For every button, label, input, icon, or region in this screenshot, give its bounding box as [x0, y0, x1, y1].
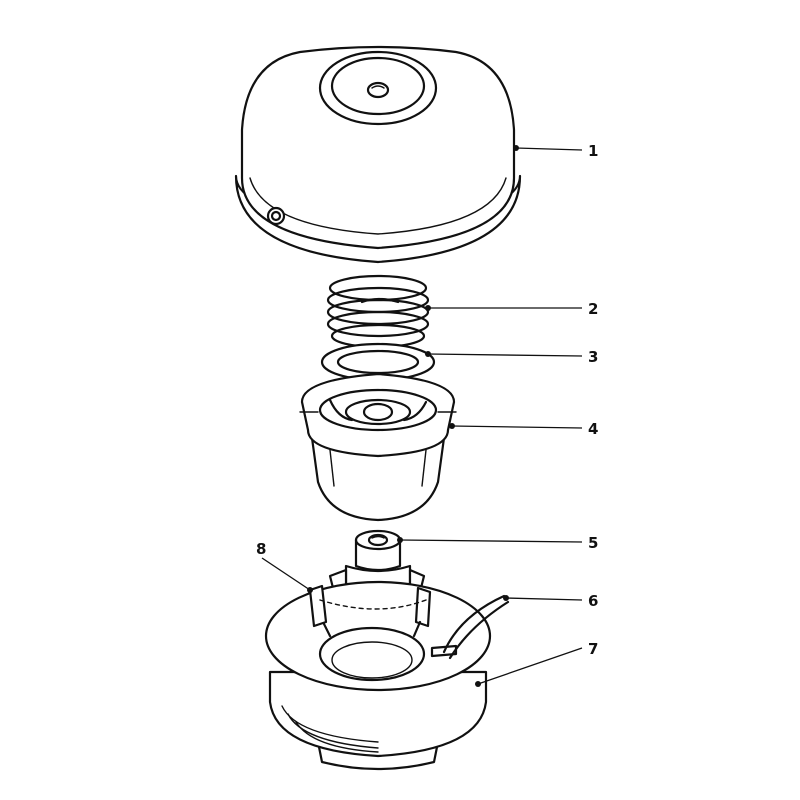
leader-6 [503, 595, 583, 601]
callout-8: 8 [256, 540, 266, 558]
leader-7 [475, 647, 583, 687]
leader-2 [425, 305, 582, 311]
leader-8 [261, 557, 313, 593]
part-cover [234, 45, 522, 264]
callout-6: 6 [588, 592, 598, 610]
leader-3 [425, 351, 583, 357]
leader-5 [397, 537, 583, 543]
callout-3: 3 [588, 348, 598, 366]
leader-1 [513, 145, 583, 151]
callout-1: 1 [588, 142, 598, 160]
leader-4 [449, 423, 583, 429]
callout-2: 2 [588, 300, 598, 318]
part-trimmer-line [442, 594, 510, 660]
callout-7: 7 [588, 640, 598, 658]
callout-4: 4 [588, 420, 598, 438]
part-housing-cup [299, 372, 457, 522]
part-spool [264, 580, 492, 771]
callout-5: 5 [588, 534, 598, 552]
part-spring [326, 274, 430, 349]
part-washer [320, 342, 436, 382]
